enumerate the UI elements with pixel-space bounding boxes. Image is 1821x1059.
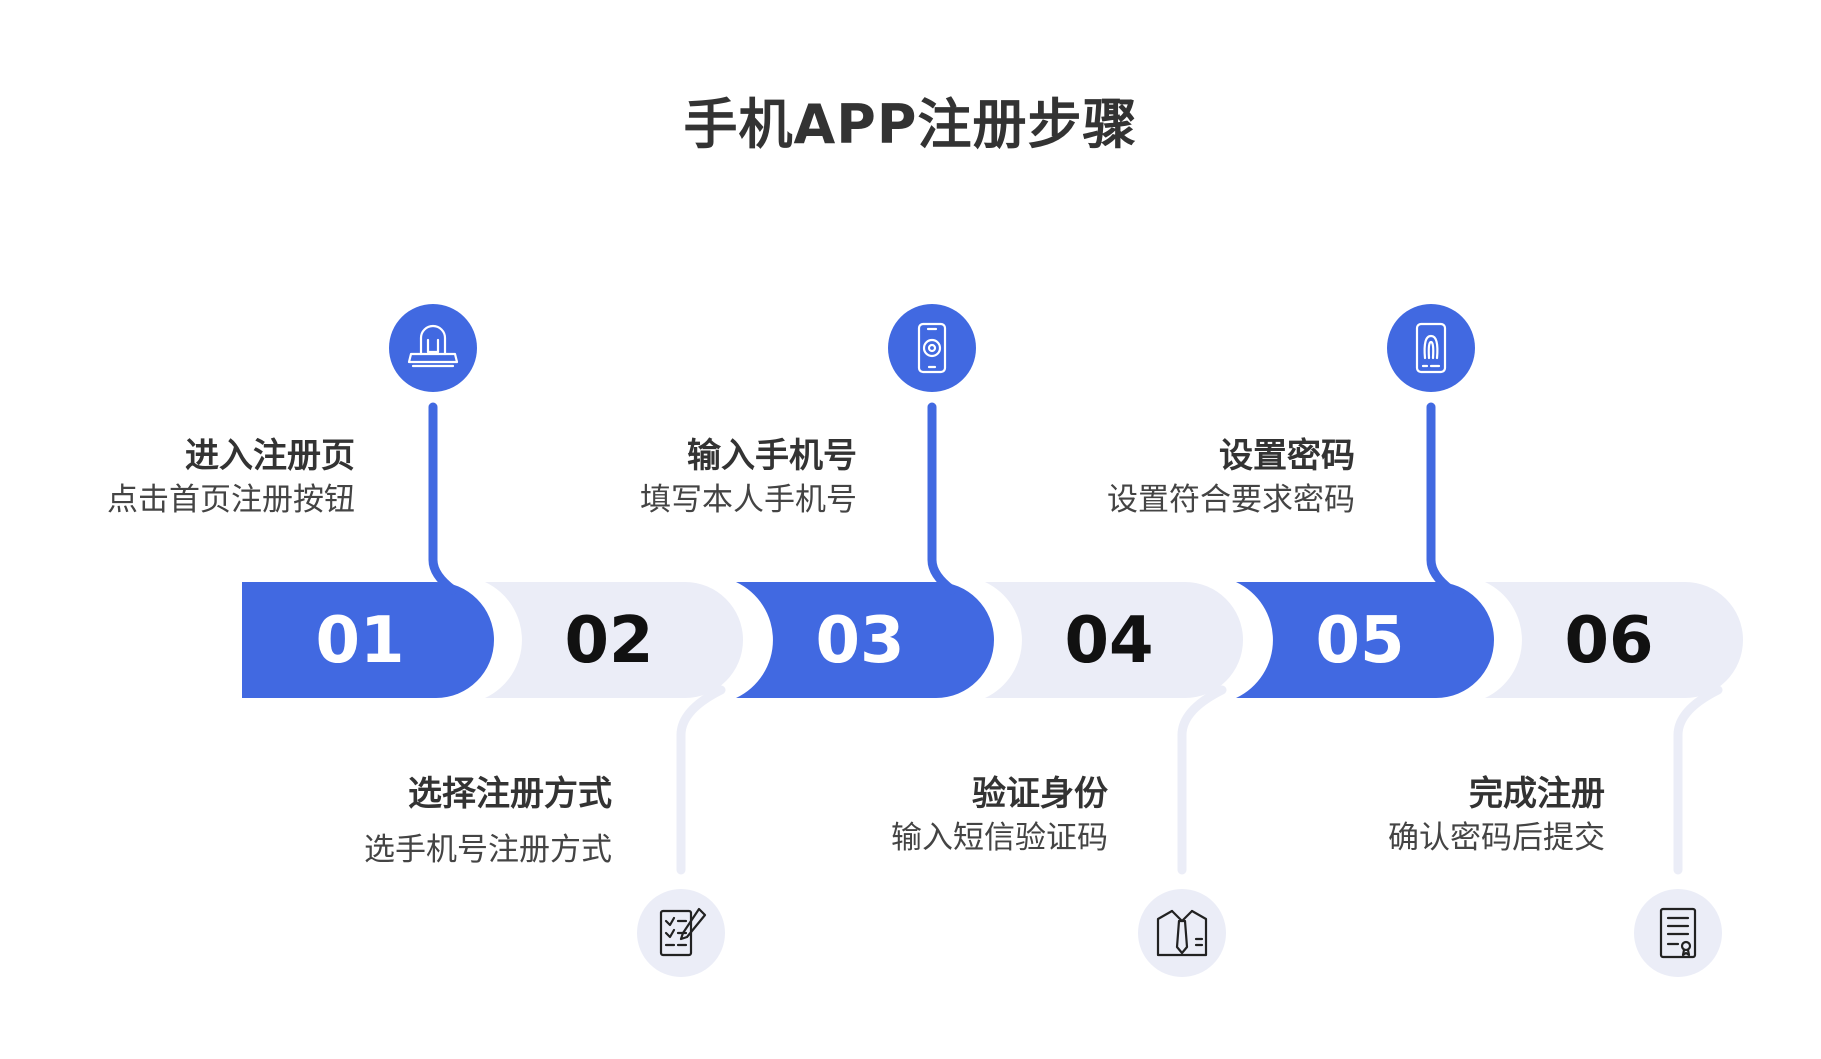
- step-1-icon-bg: [389, 304, 477, 392]
- step-1-segment: [242, 582, 494, 698]
- step-5-connector: [1426, 402, 1456, 595]
- step-3-desc: 填写本人手机号: [640, 482, 857, 518]
- step-3-icon-bg: [888, 304, 976, 392]
- step-5-desc: 设置符合要求密码: [1107, 482, 1355, 518]
- step-2-segment: [485, 582, 743, 698]
- step-2-connector: [676, 685, 726, 875]
- step-1-text: 进入注册页 点击首页注册按钮: [0, 434, 355, 522]
- step-1-desc: 点击首页注册按钮: [107, 482, 355, 518]
- mobile-phone-icon: [917, 322, 947, 374]
- step-4-number: 04: [1064, 604, 1153, 678]
- step-5-icon-bg: [1387, 304, 1475, 392]
- step-3-title: 输入手机号: [687, 436, 857, 476]
- step-1-title: 进入注册页: [185, 436, 355, 476]
- step-1-number: 01: [315, 604, 404, 678]
- step-2-title: 选择注册方式: [408, 774, 612, 814]
- step-6-text: 完成注册 确认密码后提交: [1205, 772, 1605, 860]
- step-3-number: 03: [815, 604, 904, 678]
- step-5-number: 05: [1315, 604, 1404, 678]
- register-page-icon: [407, 324, 459, 368]
- step-6-connector: [1673, 685, 1723, 875]
- step-4-segment: [985, 582, 1243, 698]
- step-5-title: 设置密码: [1219, 436, 1355, 476]
- step-2-text: 选择注册方式 选手机号注册方式: [212, 772, 612, 872]
- step-4-text: 验证身份 输入短信验证码: [708, 772, 1108, 860]
- step-4-icon-bg: [1138, 889, 1226, 977]
- step-4-desc: 输入短信验证码: [891, 820, 1108, 856]
- step-5-text: 设置密码 设置符合要求密码: [955, 434, 1355, 522]
- step-2-number: 02: [564, 604, 653, 678]
- step-6-segment: [1485, 582, 1743, 698]
- step-2-desc: 选手机号注册方式: [364, 832, 612, 868]
- step-3-segment: [736, 582, 994, 698]
- step-4-title: 验证身份: [972, 774, 1108, 814]
- certificate-document-icon: [1659, 907, 1697, 959]
- step-6-desc: 确认密码后提交: [1388, 820, 1605, 856]
- step-6-title: 完成注册: [1469, 774, 1605, 814]
- step-1-connector: [428, 402, 458, 595]
- fingerprint-phone-icon: [1415, 322, 1447, 374]
- form-checklist-icon: [659, 907, 707, 957]
- step-3-text: 输入手机号 填写本人手机号: [457, 434, 857, 522]
- step-5-segment: [1236, 582, 1494, 698]
- step-4-connector: [1177, 685, 1227, 875]
- shirt-id-icon: [1156, 909, 1208, 957]
- page-title: 手机APP注册步骤: [683, 93, 1138, 156]
- step-6-number: 06: [1564, 604, 1653, 678]
- step-3-connector: [927, 402, 957, 595]
